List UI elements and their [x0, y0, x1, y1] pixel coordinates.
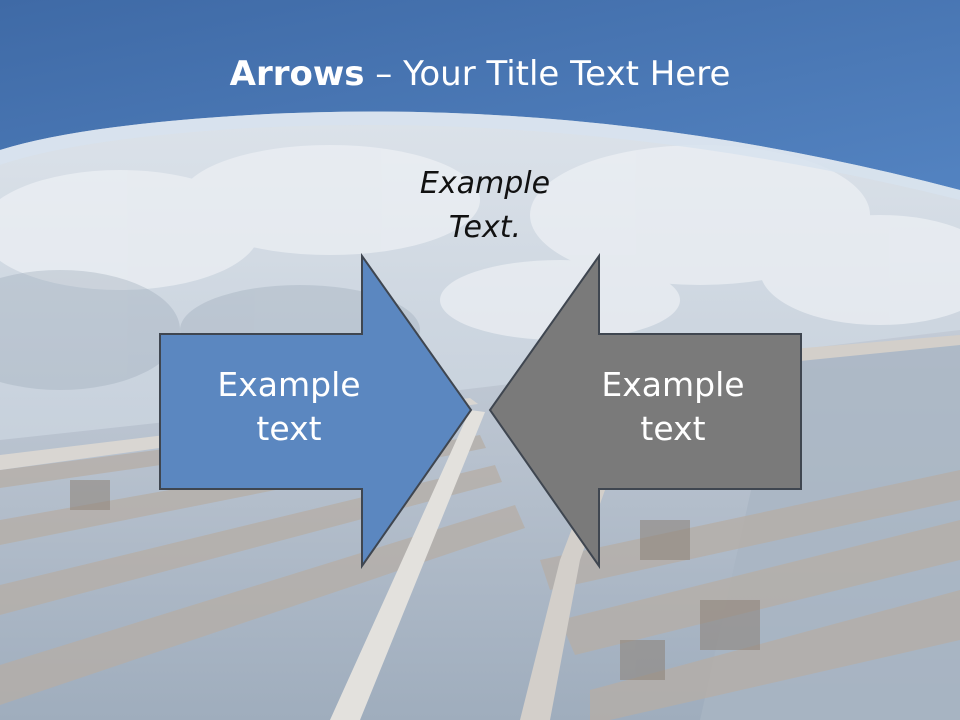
left-arrow-label: Example text: [184, 363, 394, 451]
caption-line-2: Text.: [448, 210, 522, 245]
left-arrow-label-line-2: text: [256, 409, 322, 448]
right-arrow-label: Example text: [568, 363, 778, 451]
left-arrow-label-line-1: Example: [217, 365, 361, 404]
slide-title-rest: – Your Title Text Here: [364, 54, 731, 94]
slide-title: Arrows – Your Title Text Here: [0, 52, 960, 96]
slide-title-bold: Arrows: [229, 54, 365, 94]
caption-line-1: Example: [419, 166, 551, 201]
right-pointing-arrow[interactable]: [159, 252, 473, 570]
right-arrow-label-line-1: Example: [601, 365, 745, 404]
right-arrow-label-line-2: text: [640, 409, 706, 448]
example-caption: Example Text.: [380, 162, 590, 250]
left-pointing-arrow[interactable]: [488, 252, 802, 570]
